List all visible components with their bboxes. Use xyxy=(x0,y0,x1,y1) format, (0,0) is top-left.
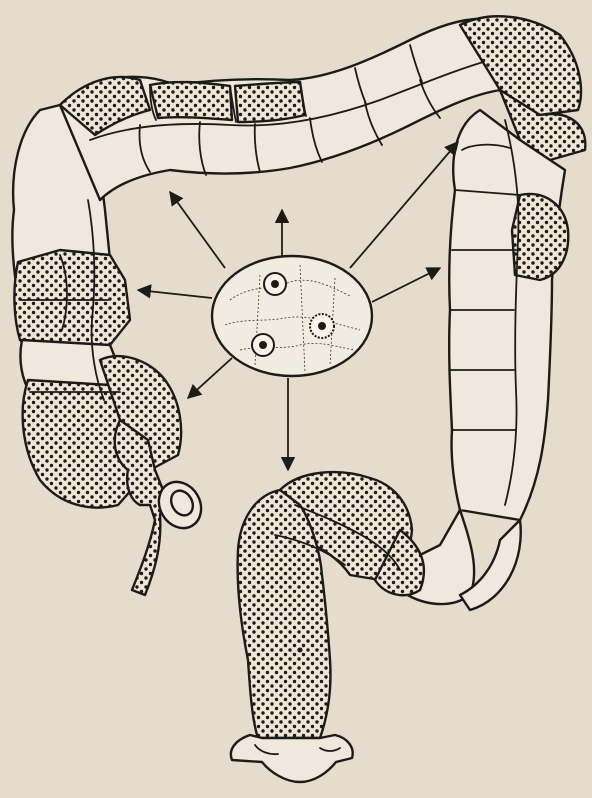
arrow-up-right xyxy=(350,142,458,268)
arrow-right xyxy=(372,268,440,302)
transverse-colon xyxy=(60,19,500,200)
amoeba-cyst xyxy=(212,256,372,376)
cyst-nucleus-1 xyxy=(264,273,286,295)
arrow-left xyxy=(138,290,212,298)
cyst-body xyxy=(212,256,372,376)
arrow-up-left xyxy=(170,192,225,268)
sigmoid-and-rectum xyxy=(231,472,424,782)
cyst-nucleus-2 xyxy=(310,314,334,338)
arrow-down-left xyxy=(188,358,232,398)
cyst-nucleus-3 xyxy=(252,334,274,356)
